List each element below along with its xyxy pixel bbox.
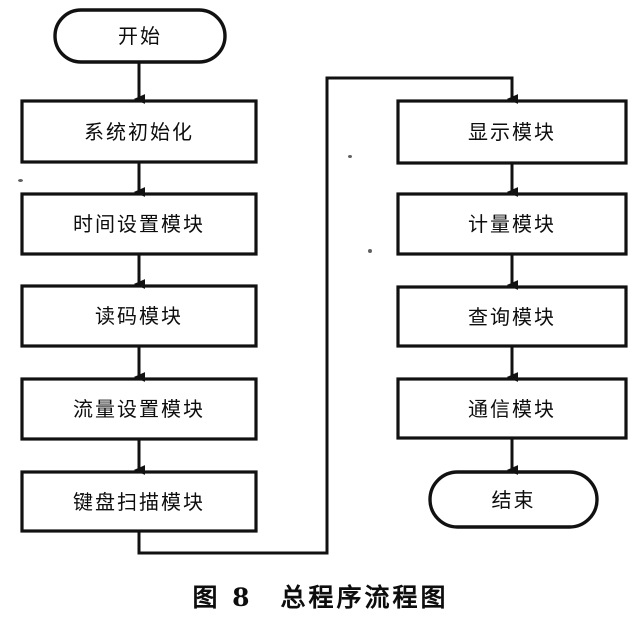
node-time-shape[interactable] [20, 192, 258, 256]
node-query-shape[interactable] [396, 285, 628, 348]
figure-caption: 图 8 总程序流程图 [192, 583, 449, 612]
node-comm-shape[interactable] [396, 377, 628, 440]
node-end-shape[interactable] [428, 470, 599, 529]
node-display-shape[interactable] [396, 99, 628, 165]
node-flow-shape[interactable] [20, 377, 258, 441]
node-keyscan-shape[interactable] [20, 470, 258, 533]
scan-speck [368, 249, 372, 253]
scan-speck [18, 179, 23, 182]
scan-speck [348, 155, 352, 158]
edge-keyscan-to-display [137, 76, 518, 555]
node-readcode-shape[interactable] [20, 284, 258, 348]
node-start-shape[interactable] [53, 8, 227, 64]
node-init-shape[interactable] [20, 99, 258, 164]
node-meter-shape[interactable] [396, 192, 628, 256]
